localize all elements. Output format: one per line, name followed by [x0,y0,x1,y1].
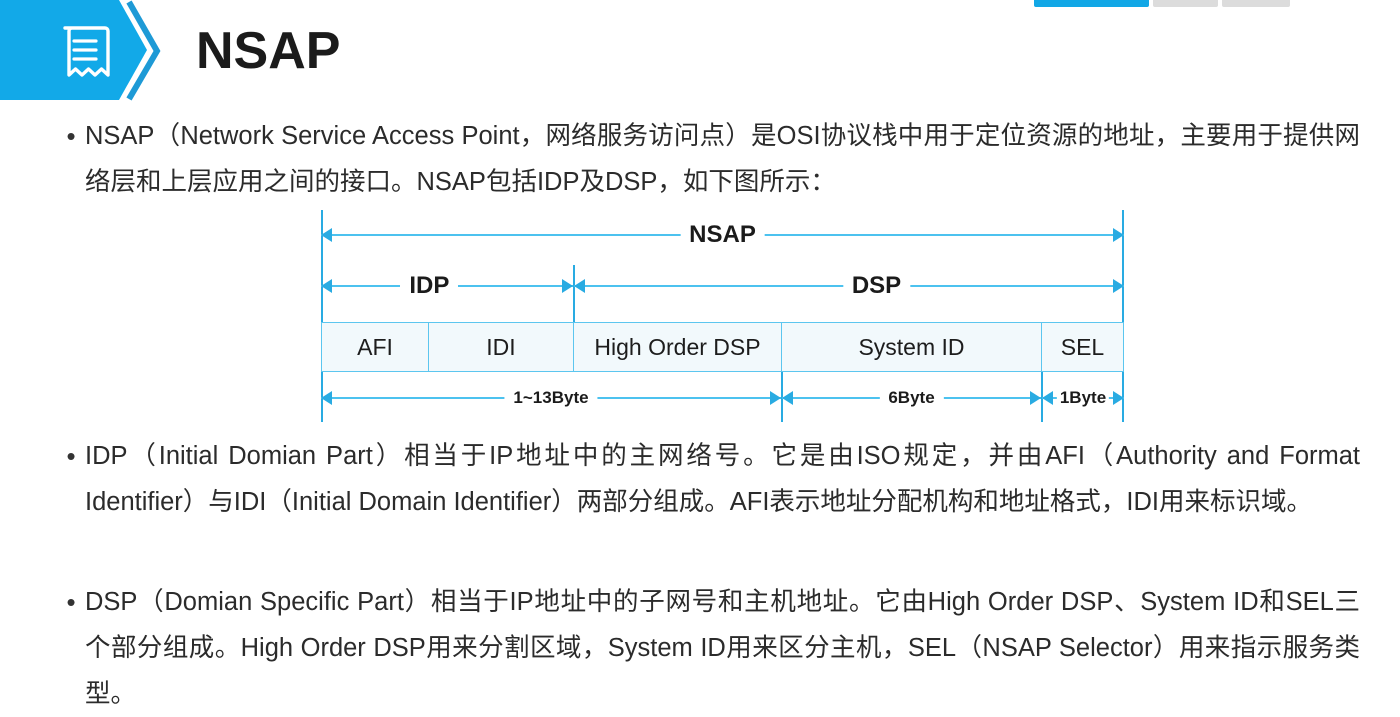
arrow-head-right [1030,391,1041,405]
bullet-text: NSAP（Network Service Access Point，网络服务访问… [85,122,1360,196]
page-header: NSAP [0,0,1400,104]
arrow-head-right [562,279,573,293]
arrow-head-left [1042,391,1053,405]
guide-line-idp-dsp [573,265,575,372]
span-label: DSP [842,272,911,300]
bullet-text: IDP（Initial Domian Part）相当于IP地址中的主网络号。它是… [85,442,1360,516]
arrow-head-left [321,228,332,242]
field-high-order-dsp: High Order DSP [573,322,781,372]
field-system-id: System ID [781,322,1041,372]
bullet-item: • NSAP（Network Service Access Point，网络服务… [57,113,1360,205]
span-idp: IDP [321,272,573,300]
span-label: IDP [400,272,459,300]
span-dsp: DSP [574,272,1124,300]
guide-line-left [321,210,323,422]
bullet-item: • DSP（Domian Specific Part）相当于IP地址中的子网号和… [57,579,1360,717]
bullet-marker: • [66,587,76,617]
arrow-head-left [574,279,585,293]
progress-segment-3[interactable] [1222,0,1290,7]
span-label: 6Byte [879,388,944,408]
arrow-head-left [321,279,332,293]
document-lines-icon [63,26,110,77]
progress-segment-2[interactable] [1153,0,1218,7]
guide-line-sel [1041,322,1043,422]
span-nsap: NSAP [321,221,1124,249]
arrow-head-right [770,391,781,405]
progress-bar [1034,0,1290,7]
guide-line-right [1122,210,1124,422]
arrow-head-right [1113,391,1124,405]
nsap-structure-diagram: NSAP IDP DSP AFI IDI High Order DSP Syst… [321,210,1124,422]
bullet-text: DSP（Domian Specific Part）相当于IP地址中的子网号和主机… [85,588,1360,708]
bullet-item: • IDP（Initial Domian Part）相当于IP地址中的主网络号。… [57,433,1360,525]
guide-line-systemid [781,322,783,422]
arrow-head-right [1113,228,1124,242]
span-label: 1~13Byte [504,388,598,408]
span-bytes-1: 1Byte [1042,387,1124,409]
bullet-marker: • [66,441,76,471]
field-row: AFI IDI High Order DSP System ID SEL [321,322,1124,372]
span-label: 1Byte [1056,388,1110,408]
span-bytes-6: 6Byte [782,387,1041,409]
field-idi: IDI [428,322,573,372]
span-bytes-1-13: 1~13Byte [321,387,781,409]
progress-segment-1[interactable] [1034,0,1149,7]
bullet-marker: • [66,121,76,151]
arrow-head-left [782,391,793,405]
arrow-head-right [1113,279,1124,293]
arrow-head-left [321,391,332,405]
span-label: NSAP [680,221,765,249]
field-sel: SEL [1041,322,1124,372]
page-title: NSAP [196,22,341,80]
field-afi: AFI [321,322,428,372]
